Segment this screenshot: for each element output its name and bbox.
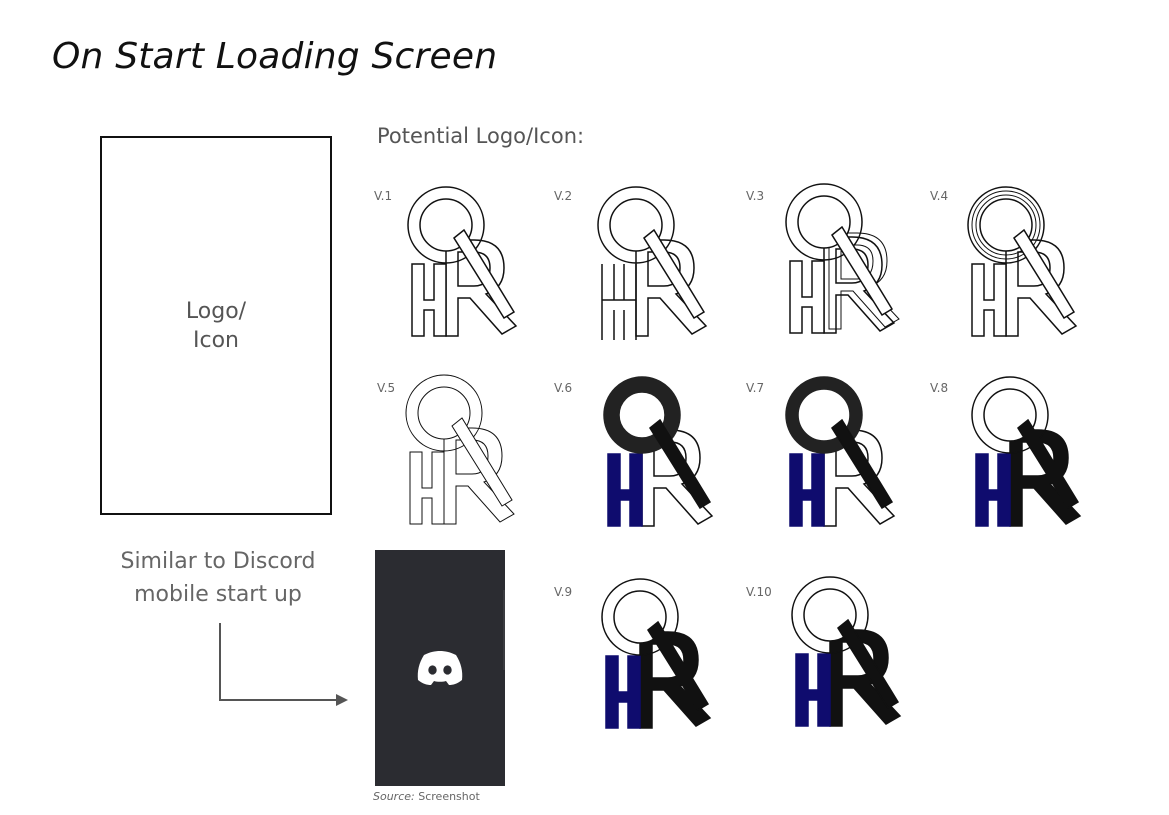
logo-v2-image xyxy=(597,186,708,340)
screenshot-edge xyxy=(503,590,505,670)
version-label: V.2 xyxy=(554,189,573,203)
logo-v4-image xyxy=(967,186,1078,337)
logo-v7-image xyxy=(785,376,896,527)
version-label: V.3 xyxy=(746,189,765,203)
loading-screen-frame: Logo/ Icon xyxy=(100,136,332,515)
version-label: V.1 xyxy=(374,189,393,203)
logo-v6-image xyxy=(603,376,714,527)
version-label: V.7 xyxy=(746,381,765,395)
version-label: V.5 xyxy=(377,381,396,395)
source-label: Source: xyxy=(373,790,415,803)
version-label: V.6 xyxy=(554,381,573,395)
logo-v10-image xyxy=(791,576,902,727)
discord-comparison-note: Similar to Discord mobile start up xyxy=(108,545,328,611)
note-line2: mobile start up xyxy=(134,582,302,607)
logo-placeholder-line1: Logo/ xyxy=(185,298,247,324)
version-label: V.9 xyxy=(554,585,573,599)
potential-logo-heading: Potential Logo/Icon: xyxy=(377,124,585,148)
arrow-icon xyxy=(219,623,348,706)
logo-placeholder-line2: Icon xyxy=(192,327,239,353)
source-caption: Source: Screenshot xyxy=(373,790,480,803)
note-line1: Similar to Discord xyxy=(120,549,316,574)
source-value: Screenshot xyxy=(418,790,480,803)
logo-placeholder-label: Logo/ Icon xyxy=(186,297,246,355)
logo-v3-image xyxy=(785,183,900,334)
version-label: V.4 xyxy=(930,189,949,203)
logo-v5-image xyxy=(405,374,515,525)
page-title: On Start Loading Screen xyxy=(52,36,498,77)
version-label: V.8 xyxy=(930,381,949,395)
logo-v8-image xyxy=(971,376,1082,527)
version-label: V.10 xyxy=(746,585,772,599)
logo-v1-image xyxy=(407,186,518,337)
logo-v9-image xyxy=(601,578,712,729)
discord-logo-icon xyxy=(417,651,463,685)
discord-startup-screenshot xyxy=(375,550,505,786)
